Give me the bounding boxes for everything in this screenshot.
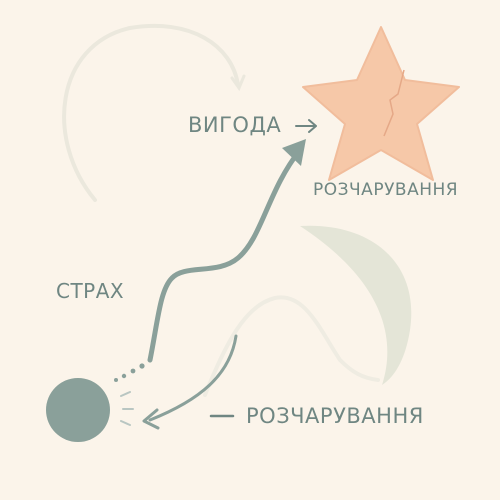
faint-loop-tip	[230, 74, 246, 92]
trail-dot	[121, 373, 127, 379]
start-circle-node	[46, 378, 110, 442]
label-fear: СТРАХ	[56, 279, 125, 303]
sweep-crescent	[300, 225, 412, 385]
return-arrow-head	[142, 408, 160, 430]
star-crack	[383, 69, 405, 137]
label-gain: ВИГОДА	[188, 113, 282, 137]
return-arrow	[148, 334, 238, 422]
star-icon	[302, 26, 460, 181]
rising-arrow	[147, 147, 303, 363]
label-disappointment-top: РОЗЧАРУВАННЯ	[313, 180, 459, 200]
trail-dot	[130, 368, 136, 374]
rising-arrow-head	[282, 139, 306, 166]
faint-wave-curve	[203, 295, 380, 397]
arrow-right-icon	[295, 119, 317, 133]
label-disappointment-bottom: РОЗЧАРУВАННЯ	[246, 404, 424, 428]
emphasis-ticks	[120, 391, 134, 426]
trail-dot	[139, 363, 145, 369]
faint-loop-curve	[62, 23, 240, 202]
trail-dot	[114, 378, 118, 382]
